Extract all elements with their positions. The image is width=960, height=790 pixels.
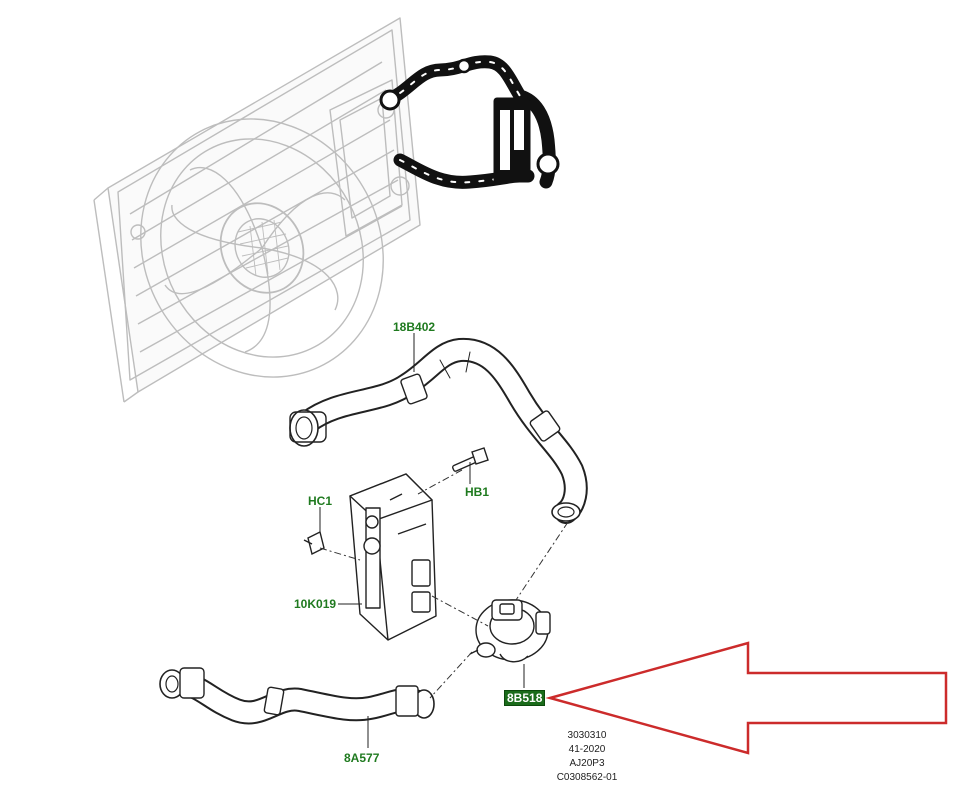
pump-8b518-illustration [469,599,551,663]
label-10k019: 10K019 [294,597,337,611]
callout-arrow [545,641,948,755]
reference-code-1: 3030310 [567,730,607,741]
assembly-alignment-lines [319,469,569,699]
upper-hose-assembly-illustration [379,55,560,189]
hose-18b402-illustration [289,337,588,524]
bracket-10k019-illustration [349,473,437,641]
reference-code-4: C0308562-01 [556,772,618,783]
reference-code-3: AJ20P3 [569,758,605,769]
label-8a577: 8A577 [344,751,380,765]
clip-hc1-illustration [303,530,325,556]
hose-8a577-illustration [159,667,435,725]
label-8b518: 8B518 [504,690,546,706]
reference-code-2: 41-2020 [568,744,606,755]
label-18b402: 18B402 [393,320,436,334]
label-hc1: HC1 [308,494,333,508]
radiator-fan-assembly-illustration [93,17,421,403]
label-leader-lines [319,333,525,748]
bolt-hb1-illustration [452,447,489,472]
label-hb1: HB1 [465,485,490,499]
